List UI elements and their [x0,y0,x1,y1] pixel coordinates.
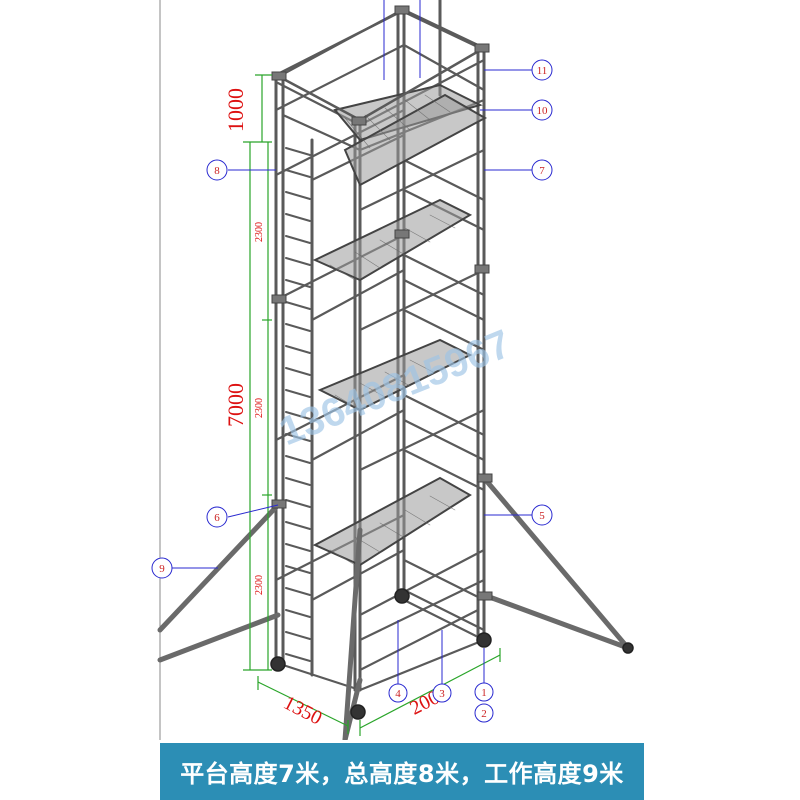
dim-2300-upper: 2300 [254,222,265,242]
top-guardrail [274,8,486,122]
callout-5: 5 [531,504,553,526]
svg-text:2: 2 [481,708,487,720]
platform-level-3 [312,198,473,282]
svg-text:11: 11 [537,65,548,77]
casters [270,588,634,720]
platform-level-2 [317,338,473,412]
callout-leaders [170,0,532,684]
callout-10: 10 [531,99,553,121]
callout-11: 11 [531,59,553,81]
dim-2300-middle: 2300 [254,398,265,418]
svg-text:6: 6 [214,512,220,524]
outrigger-front-upper [342,527,363,740]
callout-7: 7 [531,159,553,181]
dim-2300-lower: 2300 [254,575,265,595]
caster-back-left [394,588,410,604]
dim-1000: 1000 [223,88,248,132]
dim-7000: 7000 [223,383,248,427]
platform-level-1 [312,476,472,567]
joint-clamps [271,5,493,601]
svg-text:3: 3 [439,688,445,700]
outrigger-right-lower [481,592,631,651]
callout-1: 1 [474,682,494,702]
svg-text:7: 7 [539,165,545,177]
scaffold-diagram: 1000 7000 2300 2300 2300 1350 2000 [151,0,634,740]
callout-2: 2 [474,703,494,723]
outrigger-left-upper [157,502,281,633]
dim-1350: 1350 [280,692,326,730]
platform-top-front [343,93,488,187]
callout-6: 6 [206,506,228,528]
callouts: 11 10 7 8 6 5 [151,59,553,723]
dimension-lines [243,74,501,736]
svg-text:5: 5 [539,510,545,522]
platforms [312,83,488,567]
scaffold-structure [157,0,634,740]
svg-text:9: 9 [159,563,165,575]
callout-3: 3 [432,683,452,703]
callout-9: 9 [151,557,173,579]
caption-text: 平台高度7米，总高度8米，工作高度9米 [180,760,624,788]
caster-front-right [350,704,366,720]
callout-4: 4 [388,683,408,703]
caption-bar: 平台高度7米，总高度8米，工作高度9米 [160,743,644,800]
outrigger-right-upper [481,475,631,651]
caster-front-left [270,656,286,672]
callout-8: 8 [206,159,228,181]
caster-back-right [476,632,492,648]
svg-text:4: 4 [395,688,401,700]
outrigger-left-lower [157,612,281,663]
svg-text:10: 10 [537,105,549,117]
svg-text:1: 1 [481,687,487,699]
outrigger-foot-right [622,642,634,654]
svg-text:8: 8 [214,165,220,177]
platform-mesh [329,94,456,566]
